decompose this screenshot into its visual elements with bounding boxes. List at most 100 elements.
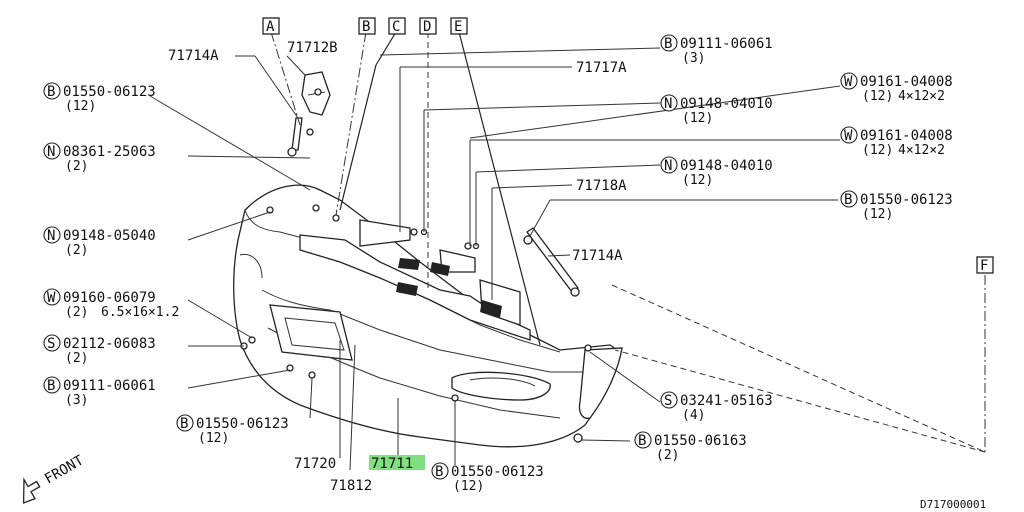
fastener-prefix: B [180,416,188,432]
fastener-prefix-circle [43,288,61,306]
front-arrow: FRONT [22,452,87,504]
front-label: FRONT [42,452,87,487]
fastener-qty: (12) [682,111,713,126]
fastener-code: 09160-06079 [63,290,156,306]
diagram-id: D717000001 [920,498,986,511]
fastener-prefix-circle [660,391,678,409]
fastener-prefix-circle [660,94,678,112]
fastener-qty: (2) [65,243,88,258]
fastener-prefix: W [844,74,853,90]
fastener-callout: B 01550-06123(12) [840,190,953,222]
fastener-prefix: S [664,393,672,409]
fastener-code: 09148-04010 [680,96,773,112]
fastener-callout: S 02112-06083(2) [43,334,156,366]
fastener-prefix-circle [43,142,61,160]
fastener-qty: (12) [65,99,96,114]
callout-box-b: B [362,19,370,35]
part-labels: 71714A 71712B 71717A 71718A 71714A 71720… [168,40,627,494]
fastener-marks [240,128,592,443]
part-label-71714a-right: 71714A [572,248,623,264]
fastener-prefix: N [47,228,55,244]
fastener-code: 09111-06061 [63,378,156,394]
fastener-prefix-circle [660,156,678,174]
fastener-qty: (2) [65,159,88,174]
callout-box-c: C [392,19,400,35]
fastener-prefix-circle [43,376,61,394]
fastener-prefix-circle [43,334,61,352]
fastener-qty: (12) [198,431,229,446]
fastener-qty: (12) [862,207,893,222]
fastener-qty: (2) [65,351,88,366]
fastener-callout: S 03241-05163(4) [660,391,773,423]
part-label-71717a: 71717A [576,60,627,76]
fastener-callout: B 01550-06123(12) [431,462,544,494]
fastener-prefix-circle [43,226,61,244]
stay-71714a-right [523,227,580,297]
callout-box-f: F [980,258,988,274]
fastener-code: 01550-06163 [654,433,747,449]
fastener-qty: (12) [862,143,893,158]
part-label-71711-highlight [369,455,425,470]
fastener-code: 01550-06123 [860,192,953,208]
fastener-callout: W 09161-04008(12) 4×12×2 [840,126,953,158]
bracket-71712b [301,71,331,116]
fastener-prefix: B [844,192,852,208]
fastener-callout: W 09160-06079(2) 6.5×16×1.2 [43,288,179,320]
part-label-71720: 71720 [294,456,336,472]
stay-71714a-top [287,117,303,157]
fastener-code: 08361-25063 [63,144,156,160]
fastener-code: 01550-06123 [451,464,544,480]
fastener-prefix-circle [43,82,61,100]
fastener-callout: B 01550-06123(12) [43,82,156,114]
fastener-code: 03241-05163 [680,393,773,409]
fastener-prefix: W [47,290,56,306]
fastener-prefix-circle [176,414,194,432]
fastener-code: 02112-06083 [63,336,156,352]
fastener-prefix-circle [431,462,449,480]
callout-box-e: E [454,19,462,35]
fastener-prefix: B [638,433,646,449]
fastener-callout: B 01550-06123(12) [176,414,289,446]
callout-box-a: A [266,19,275,35]
fastener-prefix-circle [634,431,652,449]
fastener-prefix-circle [840,72,858,90]
part-label-71718a: 71718A [576,178,627,194]
fastener-prefix: W [844,128,853,144]
fastener-qty: (2) [65,305,88,320]
fastener-prefix-circle [840,126,858,144]
fastener-qty: (12) [682,173,713,188]
fastener-callout: W 09161-04008(12) 4×12×2 [840,72,953,104]
fastener-spec: 4×12×2 [898,89,945,104]
fastener-qty: (12) [862,89,893,104]
callout-box-d: D [423,19,431,35]
fastener-code: 01550-06123 [196,416,289,432]
fastener-code: 01550-06123 [63,84,156,100]
fastener-spec: 6.5×16×1.2 [101,305,179,320]
fastener-qty: (4) [682,408,705,423]
fastener-code: 09161-04008 [860,128,953,144]
fastener-code: 09161-04008 [860,74,953,90]
fastener-prefix: B [47,84,55,100]
fastener-code: 09111-06061 [680,36,773,52]
fastener-callout: N 08361-25063(2) [43,142,156,174]
callout-boxes: A B C D E F [262,17,994,274]
fastener-prefix: N [664,158,672,174]
fastener-spec: 4×12×2 [898,143,945,158]
fastener-prefix-circle [660,34,678,52]
fastener-prefix: S [47,336,55,352]
fastener-qty: (12) [453,479,484,494]
fastener-prefix: B [435,464,443,480]
fastener-prefix: N [47,144,55,160]
fastener-qty: (3) [65,393,88,408]
part-label-71812: 71812 [330,478,372,494]
fastener-prefix: B [664,36,672,52]
fastener-prefix-circle [840,190,858,208]
leader-lines [149,31,986,471]
